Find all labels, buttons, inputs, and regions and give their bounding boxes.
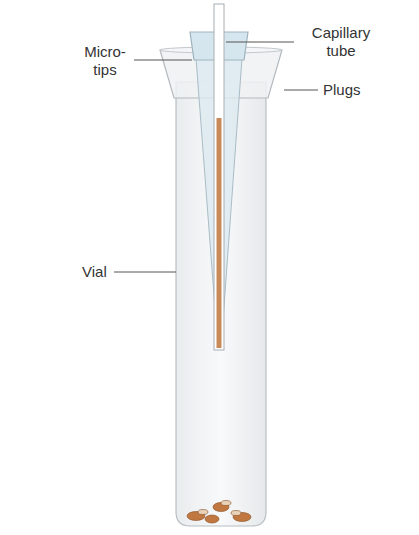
leader-lines bbox=[114, 42, 318, 272]
part-label: Capillary tube bbox=[298, 24, 384, 60]
part-label: Plugs bbox=[321, 81, 363, 99]
capillary-liquid bbox=[217, 118, 222, 348]
capillary-tube bbox=[214, 4, 224, 350]
part-label: Micro-tips bbox=[78, 43, 132, 79]
part-label: Vial bbox=[80, 263, 109, 281]
flies bbox=[187, 501, 251, 524]
vial-body bbox=[176, 82, 266, 526]
